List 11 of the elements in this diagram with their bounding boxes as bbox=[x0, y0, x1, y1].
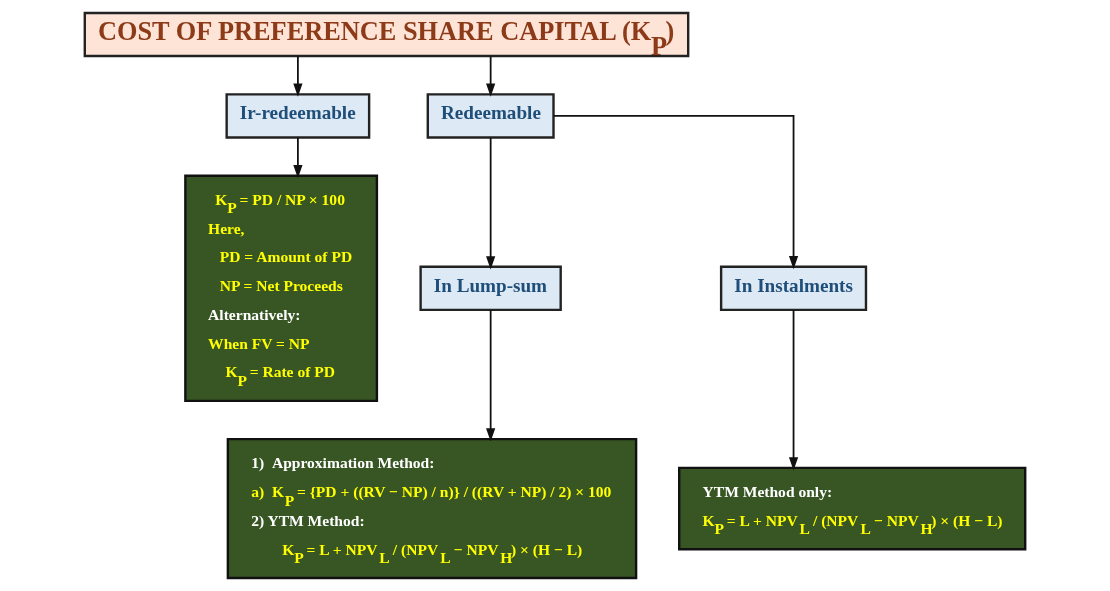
node-box: Redeemable bbox=[426, 93, 555, 139]
node-box: In Instalments bbox=[719, 265, 868, 312]
arrow bbox=[486, 136, 496, 270]
arrow bbox=[293, 136, 303, 179]
arrow bbox=[486, 309, 496, 442]
arrow bbox=[552, 115, 799, 270]
node-box: In Lump-sum bbox=[419, 265, 562, 312]
arrow bbox=[788, 309, 799, 471]
arrow bbox=[486, 55, 496, 97]
node-box: Ir-redeemable bbox=[225, 93, 371, 139]
arrow bbox=[293, 55, 303, 97]
